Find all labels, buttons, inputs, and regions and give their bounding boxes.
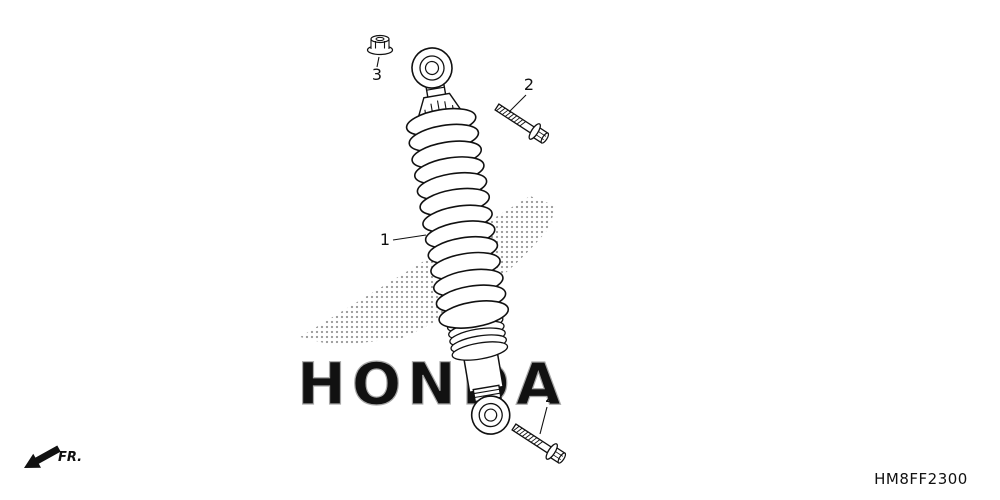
callout-1: 1 [380, 230, 390, 249]
callout-3: 3 [372, 65, 382, 84]
flange-bolt-upper [491, 98, 553, 148]
callout-2-upper: 2 [524, 75, 534, 94]
bottom-bushing-hole [484, 408, 498, 422]
knurl-line [473, 388, 500, 395]
adjuster-ring [451, 341, 509, 361]
leader-line-3 [376, 56, 380, 68]
fr-direction-indicator: FR. [24, 445, 82, 468]
leader-line-2-upper [508, 94, 527, 113]
callout-2-lower: 2 [545, 387, 555, 406]
top-bushing-hole [424, 60, 440, 76]
shock-absorber-drawing [405, 47, 511, 435]
knurl-line [474, 392, 501, 399]
fr-label: FR. [58, 450, 82, 465]
leader-line-2-lower [539, 406, 548, 435]
nut-hole [375, 36, 385, 42]
flange-bolt-lower [508, 418, 570, 468]
nut-body [371, 39, 389, 49]
leader-line-1 [392, 234, 427, 241]
flange-nut [366, 34, 394, 56]
diagram-code: HM8FF2300 [874, 470, 968, 488]
fr-arrow [24, 445, 61, 468]
upper-rod-line [426, 86, 445, 91]
watermark-text: HONDA [297, 350, 566, 418]
spring-coil [438, 300, 510, 329]
